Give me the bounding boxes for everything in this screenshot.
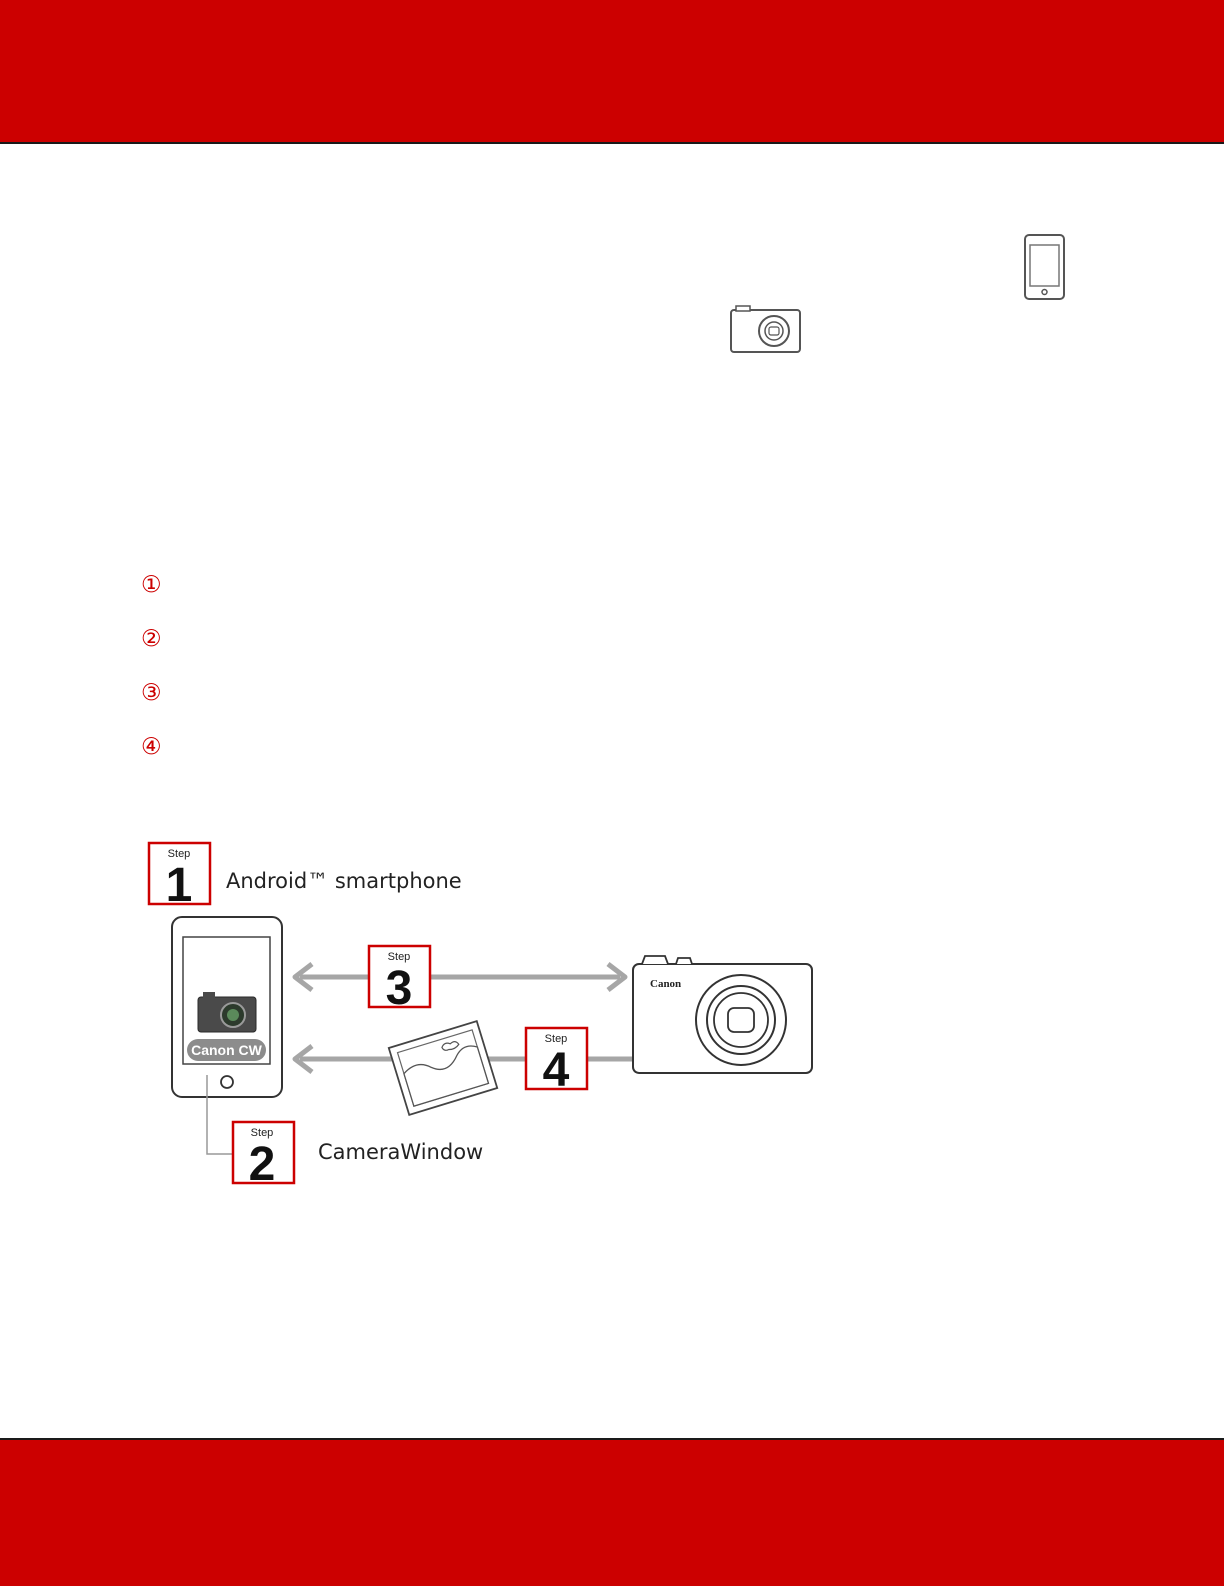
step-2-badge: Step 2 [231,1120,296,1191]
app-connector-line [206,1075,234,1155]
step-marker-4: ④ [141,734,162,760]
camera: Canon [632,955,813,1074]
step-4-badge: Step 4 [524,1026,589,1097]
header-band [0,0,1224,144]
step-3-number: 3 [386,962,413,1015]
step-4-word: Step [545,1033,568,1045]
step-1-number: 1 [166,859,193,912]
photo-icon [387,1019,499,1117]
step-4-number: 4 [543,1044,570,1097]
smartphone [171,916,283,1098]
step-marker-3: ③ [141,680,162,706]
step-1-badge: Step 1 [147,841,212,912]
step-marker-1: ① [141,572,162,598]
connection-arrow [292,962,628,992]
smartphone-icon [1024,234,1065,300]
smartphone-label: Android™ smartphone [226,869,462,893]
step-2-word: Step [251,1127,274,1139]
step-2-number: 2 [249,1138,276,1191]
camera-icon [730,305,801,353]
step-marker-list: ① ② ③ ④ [141,573,181,789]
app-name-label: CameraWindow [318,1140,484,1164]
app-camera-icon [197,992,257,1033]
app-icon-label: Canon CW [191,1042,262,1058]
camera-brand-text: Canon [650,978,681,990]
step-marker-2: ② [141,626,162,652]
step-1-word: Step [168,848,191,860]
footer-band [0,1438,1224,1586]
step-3-badge: Step 3 [367,944,432,1015]
step-3-word: Step [388,951,411,963]
